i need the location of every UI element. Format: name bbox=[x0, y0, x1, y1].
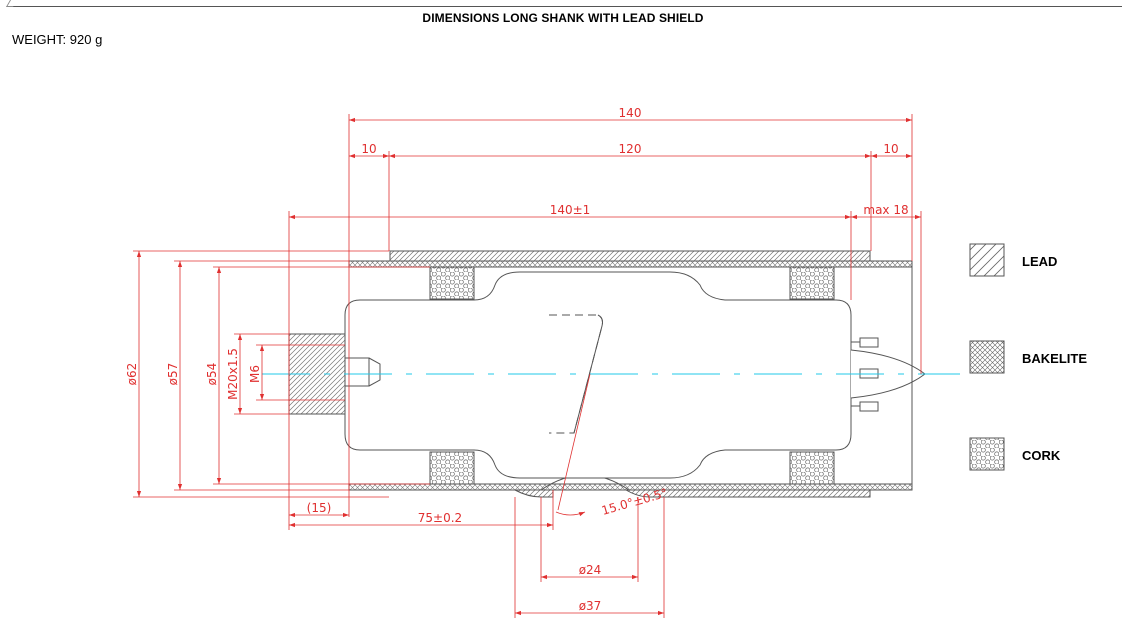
dim-140: 140 bbox=[619, 106, 642, 120]
lead-shield-top bbox=[389, 250, 871, 262]
bakelite-swatch bbox=[969, 340, 1005, 374]
legend-label-cork: CORK bbox=[1022, 448, 1061, 463]
part-outline bbox=[288, 250, 926, 498]
top-rule bbox=[8, 6, 1122, 7]
cork-ring-top-right bbox=[789, 266, 835, 300]
dim-dia-54: ø54 bbox=[205, 363, 219, 386]
cut-edge bbox=[573, 314, 603, 434]
dim-10-left: 10 bbox=[361, 142, 376, 156]
bakelite-body bbox=[344, 271, 852, 479]
shell-bottom bbox=[348, 483, 913, 491]
dim-m20: M20x1.5 bbox=[226, 348, 240, 400]
legend: LEAD BAKELITE CORK bbox=[969, 243, 1087, 471]
dim-max-18: max 18 bbox=[863, 203, 908, 217]
dim-dia-57: ø57 bbox=[166, 363, 180, 386]
legend-label-bakelite: BAKELITE bbox=[1022, 351, 1087, 366]
pin-top bbox=[859, 337, 879, 348]
dim-120: 120 bbox=[619, 142, 642, 156]
cork-ring-bottom-left bbox=[429, 451, 475, 485]
weight-label: WEIGHT: 920 g bbox=[12, 32, 103, 47]
dim-15: (15) bbox=[307, 501, 332, 515]
dim-dia-24: ø24 bbox=[579, 563, 602, 577]
stud-tip bbox=[368, 357, 381, 387]
shell-top bbox=[348, 260, 913, 268]
lead-shield-bottom-left bbox=[390, 489, 554, 498]
dim-140-tolerance: 140±1 bbox=[550, 203, 591, 217]
lead-swatch bbox=[969, 243, 1005, 277]
dim-10-right: 10 bbox=[883, 142, 898, 156]
cork-ring-bottom-right bbox=[789, 451, 835, 485]
lead-shield-bottom-right bbox=[624, 489, 871, 498]
dim-dia-37: ø37 bbox=[579, 599, 602, 613]
drawing-title: DIMENSIONS LONG SHANK WITH LEAD SHIELD bbox=[422, 11, 704, 25]
cork-swatch bbox=[969, 437, 1005, 471]
dim-dia-62: ø62 bbox=[125, 363, 139, 386]
legend-item-bakelite: BAKELITE bbox=[969, 340, 1087, 374]
legend-item-cork: CORK bbox=[969, 437, 1061, 471]
dimension-lines bbox=[133, 114, 922, 618]
legend-label-lead: LEAD bbox=[1022, 254, 1057, 269]
dim-m6: M6 bbox=[248, 365, 262, 383]
legend-item-lead: LEAD bbox=[969, 243, 1057, 277]
dim-75: 75±0.2 bbox=[418, 511, 462, 525]
cork-ring-top-left bbox=[429, 266, 475, 300]
pin-bottom bbox=[859, 401, 879, 412]
